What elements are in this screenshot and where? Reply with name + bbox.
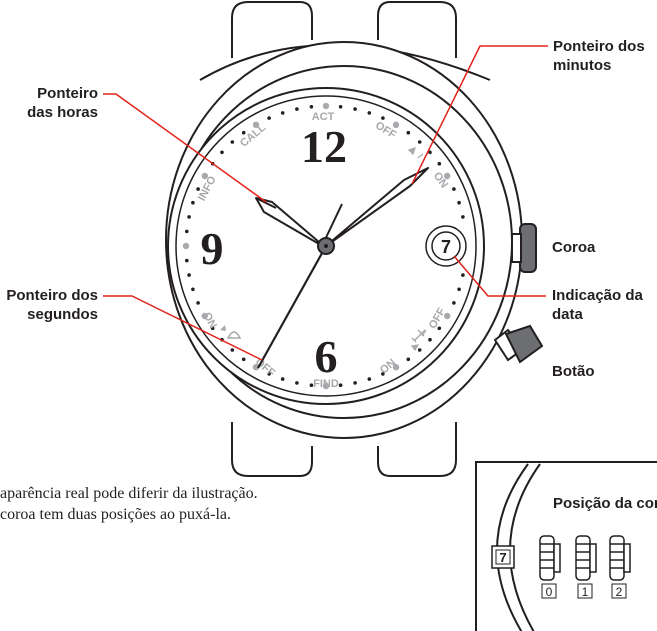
date-window-value: 7 (441, 237, 451, 257)
minute-dot (428, 150, 432, 155)
minute-dot (185, 258, 189, 263)
minute-dot (220, 150, 224, 155)
label-crown: Coroa (552, 239, 596, 256)
inset-crown-0 (539, 535, 561, 581)
minute-dot (381, 372, 385, 376)
note-crown-positions: coroa tem duas posições ao puxá-la. (0, 506, 232, 523)
minute-dot (428, 337, 432, 342)
minute-dot (381, 116, 385, 120)
label-hour-hand: Ponteiro das horas (27, 85, 98, 121)
minute-hand (325, 167, 429, 247)
center-pivot-dot (324, 244, 328, 248)
minute-dot (437, 326, 442, 331)
minute-dot (191, 287, 195, 292)
arrow-marker-top (407, 147, 424, 159)
minute-dot (230, 348, 235, 352)
minute-dot (417, 348, 422, 352)
inset-crown-2 (609, 535, 631, 581)
minute-dot (309, 383, 314, 388)
minute-dot (461, 215, 465, 219)
hour-index-dot (444, 312, 451, 320)
button[interactable] (493, 324, 544, 364)
minute-dot (406, 130, 411, 135)
numeral-6: 6 (315, 331, 338, 382)
minute-dot (191, 200, 195, 205)
minute-dot (338, 383, 343, 388)
numeral-12: 12 (301, 121, 347, 172)
inset-crown-1 (575, 535, 597, 581)
minute-dot (452, 301, 456, 305)
minute-dot (457, 287, 461, 292)
minute-dot (185, 229, 189, 234)
hour-index-dot (252, 364, 260, 371)
date-window-inner (431, 231, 461, 261)
leader-date (453, 255, 546, 297)
minute-dot (367, 111, 372, 115)
minute-dot (295, 381, 299, 385)
minute-dot (353, 381, 357, 385)
label-button: Botão (552, 363, 595, 380)
minute-dot (338, 105, 343, 109)
minute-dot (267, 372, 271, 376)
hour-index-dot (392, 364, 400, 371)
minute-dot (241, 357, 246, 362)
minute-dot (267, 116, 271, 120)
watch-case-bottom-lugs (231, 422, 457, 477)
inset-position-1: 1 (582, 585, 589, 599)
minute-dot (230, 140, 235, 144)
minute-dot (457, 200, 461, 205)
minute-dot (461, 273, 465, 277)
minute-dot (187, 215, 191, 219)
minute-dot (280, 111, 285, 115)
minute-dot (196, 301, 200, 305)
hour-index-dot (182, 242, 190, 250)
minute-dot (241, 130, 246, 135)
leader-second-hand (103, 295, 263, 361)
minute-dot (295, 107, 299, 111)
alarm-bell-icon (226, 331, 242, 339)
crown-position-inset: Posição da cor 7 0 1 2 (475, 461, 657, 631)
marking-find: FIND (313, 378, 339, 390)
label-date: Indicação da data (552, 287, 643, 323)
minute-dot (353, 107, 357, 111)
hour-index-dot (322, 382, 330, 390)
hour-index-dot (444, 172, 451, 180)
plane-icon (411, 329, 426, 343)
hour-index-dot (201, 172, 208, 180)
minute-dot (196, 187, 200, 191)
leader-minute-hand (411, 45, 548, 185)
hour-index-dot (201, 312, 208, 320)
second-hand (257, 245, 327, 369)
inset-position-0: 0 (546, 585, 553, 599)
minute-dot (452, 187, 456, 191)
minute-dot (210, 326, 215, 331)
minute-dot (309, 105, 314, 109)
label-second-hand: Ponteiro dos segundos (6, 287, 98, 323)
hour-index-dot (252, 121, 260, 128)
arrow-marker-bottom-left (220, 325, 226, 331)
minute-dot (437, 161, 442, 166)
minute-dot (417, 140, 422, 144)
hour-hand-tip (255, 197, 277, 209)
inset-position-2: 2 (616, 585, 623, 599)
numeral-9: 9 (201, 223, 224, 274)
note-appearance: aparência real pode diferir da ilustraçã… (0, 485, 258, 502)
label-minute-hand: Ponteiro dos minutos (553, 38, 645, 74)
marking-act: ACT (312, 111, 335, 123)
crown[interactable] (519, 223, 537, 273)
minute-dot (406, 357, 411, 362)
hour-index-dot (392, 121, 400, 128)
minute-dot (187, 273, 191, 277)
minute-track-dots (182, 102, 465, 390)
hour-index-dot (322, 102, 330, 110)
crown-stem (511, 233, 522, 263)
inset-title: Posição da cor (553, 495, 657, 512)
inset-date-value: 7 (499, 550, 506, 565)
leader-hour-hand (103, 93, 267, 203)
minute-dot (367, 377, 372, 381)
minute-dot (280, 377, 285, 381)
